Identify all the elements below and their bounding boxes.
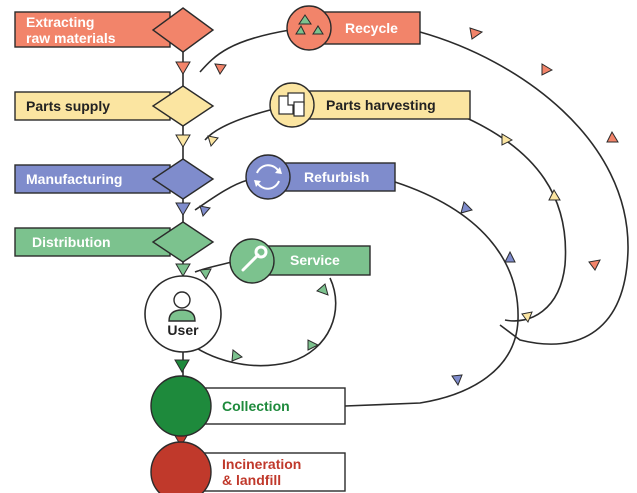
flow-arrow-user (174, 359, 190, 373)
user-label: User (167, 322, 199, 338)
recycle-arrow (588, 259, 601, 271)
stage-diamond (151, 85, 215, 127)
stage-diamond (151, 221, 215, 263)
service-arrow (316, 283, 329, 296)
recycle-arrow (469, 27, 484, 40)
loop-recycle: Recycle (286, 5, 421, 51)
stage-label: Distribution (32, 234, 111, 250)
refurbish-arrows (199, 201, 516, 387)
refurbish-arrow (451, 374, 463, 387)
user-node: User (144, 275, 222, 353)
recycle-arrow (214, 63, 227, 75)
service-arrow (231, 349, 243, 362)
service-arrow (199, 268, 212, 280)
end-incineration: Incineration & landfill (150, 441, 346, 493)
wrench-icon-glyph (241, 245, 268, 272)
parts-harvesting-arrow (207, 135, 219, 148)
parts-harvesting-arrow (548, 188, 561, 201)
recycle-arrows (214, 27, 619, 271)
service-loop-line (184, 261, 337, 367)
parts-harvesting-loop-line (204, 109, 567, 322)
recycle-arrow (606, 130, 619, 143)
parts-harvesting-arrow (521, 311, 533, 324)
loop-label: Refurbish (304, 169, 369, 185)
loop-label: Parts harvesting (326, 97, 436, 113)
user-icon (168, 291, 196, 322)
stage-diamond (151, 158, 215, 200)
recycle-loop-line (199, 29, 629, 345)
devices-icon-glyph (278, 92, 305, 117)
stage-manufacturing: Manufacturing (14, 158, 215, 200)
end-label-line2: & landfill (222, 472, 281, 488)
service-arrows (199, 268, 329, 362)
recycle-icon (286, 5, 332, 51)
refresh-icon-glyph (256, 164, 280, 190)
refurbish-arrow (199, 205, 211, 218)
stage-distribution: Distribution (14, 221, 215, 263)
loop-refurbish: Refurbish (245, 154, 396, 200)
loop-label: Service (290, 252, 340, 268)
stage-label: Parts supply (26, 98, 110, 114)
flow-arrow-parts (175, 134, 191, 148)
recycle-icon-glyph (295, 14, 324, 35)
refurbish-arrow (460, 201, 473, 214)
stage-label-line2: raw materials (26, 30, 116, 46)
service-arrow (307, 339, 320, 351)
stage-extracting: Extracting raw materials (14, 7, 215, 53)
flow-arrow-manufacturing (175, 202, 191, 216)
parts-harvesting-arrows (207, 133, 561, 324)
flow-arrow-distribution (175, 263, 191, 277)
stage-label-line1: Extracting (26, 14, 94, 30)
parts-harvesting-arrow (501, 133, 514, 146)
end-collection: Collection (150, 375, 346, 437)
refurbish-loop-line (194, 179, 519, 407)
stage-label: Manufacturing (26, 171, 122, 187)
stage-diamond (151, 7, 215, 53)
loop-label: Recycle (345, 20, 398, 36)
loop-service: Service (229, 238, 371, 284)
end-label: Collection (222, 398, 290, 414)
refresh-icon (245, 154, 291, 200)
end-label-line1: Incineration (222, 456, 301, 472)
recycle-arrow (541, 63, 554, 76)
flow-arrow-extract (175, 61, 191, 75)
loop-parts-harvesting: Parts harvesting (269, 82, 471, 128)
stage-parts-supply: Parts supply (14, 85, 215, 127)
refurbish-arrow (504, 250, 516, 263)
